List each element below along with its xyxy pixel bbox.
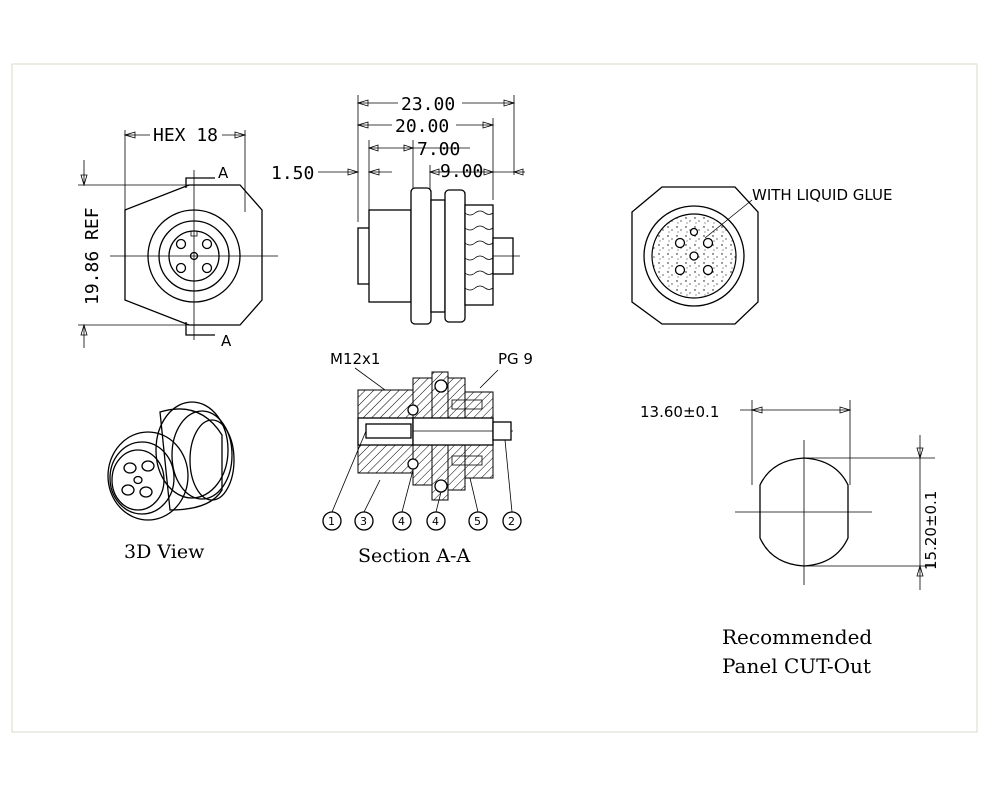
dim-body: 20.00 [395,116,449,137]
dim-pg9-thread: 9.00 [440,161,483,182]
cutout-height-dim: 15.20±0.1 [922,491,940,570]
svg-text:1: 1 [328,515,335,528]
drawing-border [11,63,978,733]
hex-outline [124,184,263,326]
ref-dimension: 19.86 REF [82,207,103,305]
dim-overall: 23.00 [401,94,455,115]
hex-size-label: HEX 18 [153,125,218,146]
section-view: M12x1 PG 9 1 3 [322,350,533,567]
dim-flange: 1.50 [271,163,314,184]
svg-text:3: 3 [360,515,367,528]
section-title: Section A-A [358,545,470,567]
cutout-title-line1: Recommended [722,625,872,649]
balloon-5: 5 [468,511,488,531]
balloon-4a: 4 [392,511,412,531]
thread-pg9-label: PG 9 [498,350,533,368]
dim-m12-thread: 7.00 [417,139,460,160]
rear-pins [674,227,714,276]
svg-text:4: 4 [432,515,439,528]
balloon-2: 2 [502,511,522,531]
cutout-width-dim: 13.60±0.1 [640,403,719,421]
svg-text:5: 5 [474,515,481,528]
svg-text:2: 2 [508,515,515,528]
thread-m12-label: M12x1 [330,350,380,368]
svg-text:4: 4 [398,515,405,528]
3d-pins [121,460,155,498]
view-3d-title: 3D View [124,541,205,563]
balloon-3: 3 [354,511,374,531]
balloon-4b: 4 [426,511,446,531]
balloon-leaders [331,430,513,513]
rear-view: WITH LIQUID GLUE [631,186,892,325]
panel-cutout: 13.60±0.1 15.20±0.1 Recommended Panel CU… [640,400,940,678]
liquid-glue-note: WITH LIQUID GLUE [752,186,892,204]
pg9-thread [464,210,494,291]
side-view: 23.00 20.00 7.00 9.00 1.50 [271,94,525,325]
balloon-1: 1 [322,511,342,531]
section-mark-top: A [218,164,229,182]
section-mark-bottom: A [221,332,232,350]
cutout-title-line2: Panel CUT-Out [722,654,871,678]
front-view: HEX 18 A A 19.86 REF [78,125,278,350]
view-3d: 3D View [107,401,235,563]
